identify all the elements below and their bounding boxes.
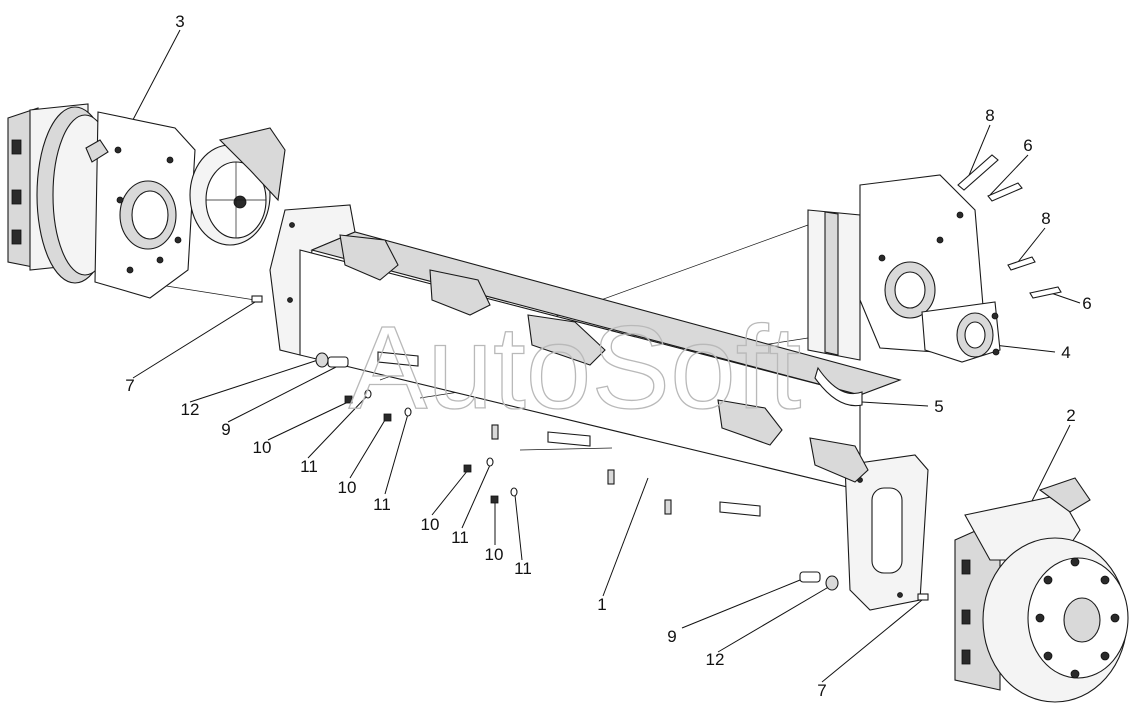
- callout-7: 7: [125, 376, 134, 395]
- callout-10: 10: [338, 478, 357, 497]
- watermark-text: AutoSoft: [349, 302, 802, 434]
- callout-3: 3: [175, 12, 184, 31]
- callout-labels: 3 8 6 8 6 4 5 2 7 12 9 10 11 10 11 10 11…: [125, 12, 1091, 700]
- callout-4: 4: [1061, 343, 1070, 362]
- callout-8: 8: [1041, 209, 1050, 228]
- main-reducer: [807, 154, 1062, 407]
- callout-12: 12: [181, 400, 200, 419]
- callout-7: 7: [817, 681, 826, 700]
- callout-5: 5: [934, 397, 943, 416]
- callout-11: 11: [514, 559, 532, 578]
- callout-9: 9: [221, 420, 230, 439]
- callout-12: 12: [706, 650, 725, 669]
- axle-beam: [269, 204, 929, 611]
- callout-11: 11: [451, 528, 469, 547]
- fasteners: [251, 295, 929, 601]
- callout-6: 6: [1023, 136, 1032, 155]
- left-wheel-hub-reducer: [7, 103, 196, 299]
- callout-11: 11: [373, 495, 391, 514]
- callout-8: 8: [985, 106, 994, 125]
- callout-11: 11: [300, 457, 318, 476]
- callout-6: 6: [1082, 294, 1091, 313]
- callout-10: 10: [421, 515, 440, 534]
- left-brake-assembly: [189, 127, 286, 246]
- callout-9: 9: [667, 627, 676, 646]
- callout-1: 1: [597, 595, 606, 614]
- callout-10: 10: [485, 545, 504, 564]
- right-wheel-hub-reducer: [954, 477, 1129, 703]
- callout-2: 2: [1066, 406, 1075, 425]
- callout-10: 10: [253, 438, 272, 457]
